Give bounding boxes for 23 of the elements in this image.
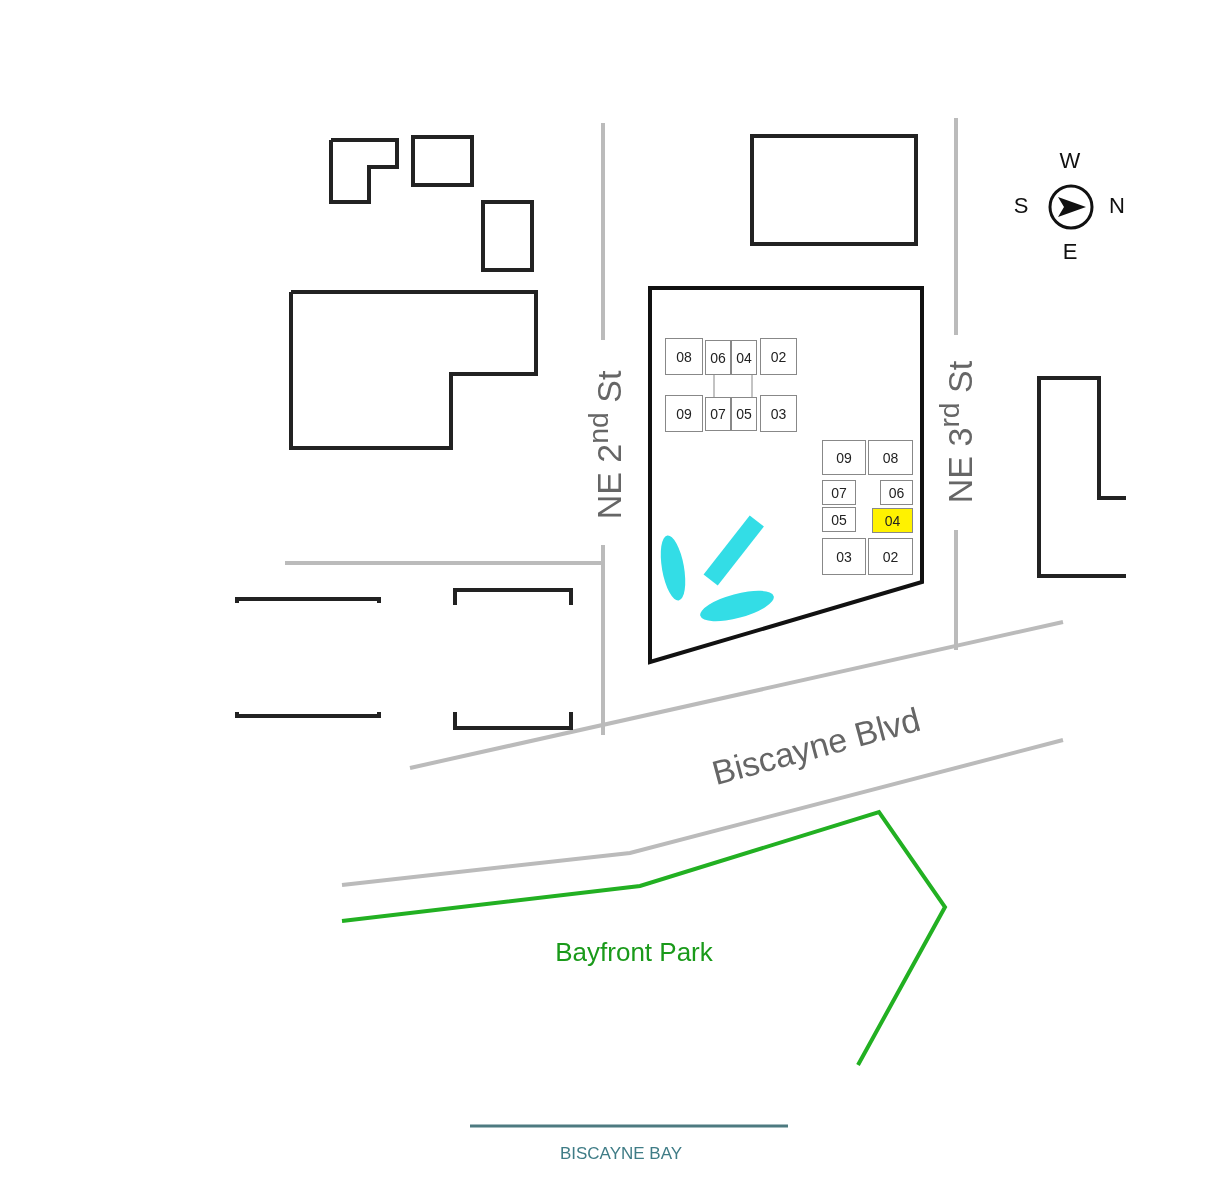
unit-cell: 08	[665, 338, 703, 375]
park-name: Bayfront Park	[555, 939, 713, 965]
unit-cell: 07	[705, 397, 731, 431]
unit-cell: 02	[868, 538, 913, 575]
unit-cell: 09	[665, 395, 703, 432]
unit-cell: 02	[760, 338, 797, 375]
compass-direction: N	[1109, 195, 1125, 217]
compass-direction: S	[1013, 195, 1029, 217]
compass-direction: W	[1059, 150, 1081, 172]
unit-cell: 06	[880, 480, 913, 505]
unit-cell: 06	[705, 340, 731, 375]
unit-cell: 08	[868, 440, 913, 475]
unit-cell: 07	[822, 480, 856, 505]
unit-cell: 09	[822, 440, 866, 475]
unit-cell: 03	[760, 395, 797, 432]
unit-cell: 04	[731, 340, 757, 375]
compass-direction: E	[1062, 241, 1078, 263]
unit-cell: 03	[822, 538, 866, 575]
unit-cell: 05	[731, 397, 757, 431]
water-body-name: BISCAYNE BAY	[559, 1144, 683, 1162]
unit-cell: 05	[822, 507, 856, 532]
unit-cell: 04	[872, 508, 913, 533]
street-name: Biscayne Blvd	[708, 701, 924, 791]
